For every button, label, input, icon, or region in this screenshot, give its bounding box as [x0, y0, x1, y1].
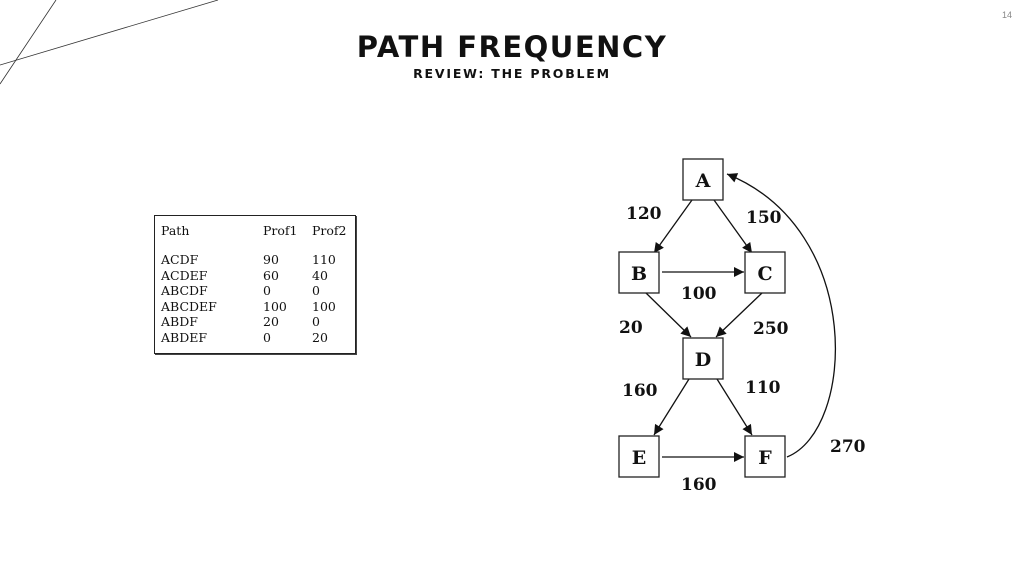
table-row: ABCDF 0 0 — [161, 283, 347, 299]
edge-label-c-d: 250 — [753, 319, 789, 339]
node-f — [744, 435, 786, 478]
cell-path: ABCDEF — [161, 298, 217, 314]
node-f-label: F — [758, 447, 772, 469]
cell-path: ACDF — [161, 252, 199, 267]
cell-path: ACDEF — [161, 267, 208, 283]
path-profile-table-box: Path Prof1 Prof2 ACDF 90 110 ACDEF 60 40… — [154, 215, 356, 354]
slide-subtitle: REVIEW: THE PROBLEM — [413, 66, 611, 81]
path-profile-table: Path Prof1 Prof2 ACDF 90 110 ACDEF 60 40… — [161, 221, 347, 345]
edge-label-b-c: 100 — [681, 284, 717, 304]
edge-c-d — [715, 292, 763, 338]
cell-path: ABDF — [161, 314, 198, 329]
cell-prof1: 0 — [263, 329, 271, 345]
cell-prof1: 60 — [263, 267, 279, 283]
edge-label-b-d: 20 — [619, 318, 643, 338]
cell-path: ABDEF — [161, 329, 208, 345]
page-number: 14 — [1001, 10, 1012, 20]
cell-prof2: 0 — [312, 283, 320, 298]
node-d — [682, 337, 724, 380]
table-spacer — [161, 239, 347, 252]
cell-path: ABCDF — [161, 283, 208, 298]
node-a — [682, 158, 724, 201]
cell-prof2: 100 — [312, 298, 336, 314]
cell-prof2: 0 — [312, 314, 320, 329]
node-c — [744, 251, 786, 294]
edge-d-e — [653, 378, 690, 436]
edge-label-f-a: 270 — [830, 437, 866, 457]
edge-label-d-e: 160 — [622, 381, 658, 401]
cell-prof2: 110 — [312, 252, 336, 267]
cell-prof1: 90 — [263, 252, 279, 267]
table-row: ACDEF 60 40 — [161, 268, 347, 284]
node-c-label: C — [757, 263, 772, 285]
edge-label-a-c: 150 — [746, 208, 782, 228]
cell-prof2: 40 — [312, 267, 328, 283]
edge-label-d-f: 110 — [745, 378, 781, 398]
edge-a-b — [653, 199, 693, 254]
slide-title: PATH FREQUENCY — [356, 30, 668, 64]
header-prof1: Prof1 — [263, 222, 298, 238]
table-header-row: Path Prof1 Prof2 — [161, 221, 347, 239]
cell-prof1: 20 — [263, 314, 279, 329]
edge-d-f — [716, 378, 753, 436]
node-e — [618, 435, 660, 478]
node-e-label: E — [632, 447, 646, 469]
decorative-lines — [0, 0, 219, 85]
edge-label-a-b: 120 — [626, 204, 662, 224]
table-row: ABCDEF 100 100 — [161, 299, 347, 315]
table-row: ACDF 90 110 — [161, 252, 347, 268]
table-row: ABDEF 0 20 — [161, 330, 347, 346]
header-path: Path — [161, 222, 190, 238]
node-b-label: B — [631, 263, 647, 285]
node-b — [618, 251, 660, 294]
edge-f-a — [726, 173, 837, 458]
edge-b-d — [645, 292, 692, 338]
cell-prof2: 20 — [312, 329, 328, 345]
control-flow-graph: A B C D E F 120 150 100 20 250 160 110 1… — [618, 158, 866, 495]
table-row: ABDF 20 0 — [161, 314, 347, 330]
edge-label-e-f: 160 — [681, 475, 717, 495]
cell-prof1: 100 — [263, 298, 287, 314]
node-a-label: A — [695, 170, 711, 192]
edge-a-c — [713, 199, 753, 254]
node-d-label: D — [695, 349, 711, 371]
header-prof2: Prof2 — [312, 222, 347, 238]
cell-prof1: 0 — [263, 283, 271, 298]
